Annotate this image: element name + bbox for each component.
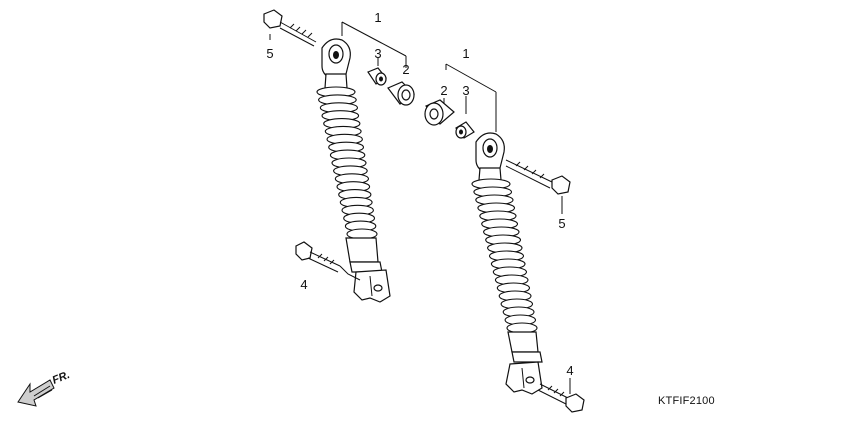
callout-4-right: 4 [566, 363, 573, 378]
right-lower-bolt-part-4[interactable] [537, 383, 585, 413]
left-lower-bolt-part-4[interactable] [295, 241, 341, 273]
front-direction-arrow: FR. [17, 369, 72, 407]
right-leader-lines [443, 63, 571, 394]
right-shock-absorber[interactable] [471, 132, 543, 395]
right-lower-tube [507, 331, 539, 353]
callout-1-right: 1 [462, 46, 469, 61]
left-coil-spring [316, 86, 378, 240]
right-upper-bolt-part-5[interactable] [505, 159, 571, 195]
callout-3-left: 3 [374, 46, 381, 61]
front-label: FR. [51, 369, 72, 387]
callout-4-left: 4 [300, 277, 307, 292]
diagram-code: KTFIF2100 [658, 395, 715, 407]
callout-2-right: 2 [440, 83, 447, 98]
right-coil-spring [471, 178, 538, 334]
right-collar-part-3[interactable] [455, 121, 475, 139]
left-leader-lines [269, 21, 407, 281]
callout-3-right: 3 [462, 83, 469, 98]
callout-5-right: 5 [558, 216, 565, 231]
left-lower-tube [345, 237, 379, 263]
callout-5-left: 5 [266, 46, 273, 61]
callout-2-left: 2 [402, 62, 409, 77]
left-top-cap [324, 73, 348, 89]
left-bush-part-2[interactable] [387, 81, 415, 106]
left-upper-bolt-part-5[interactable] [263, 9, 317, 47]
left-lower-clevis [353, 269, 391, 303]
left-collar-part-3[interactable] [367, 67, 387, 86]
right-upper-eye [475, 132, 505, 174]
right-lower-clevis [505, 361, 543, 395]
left-upper-eye [321, 38, 351, 80]
callout-1-left: 1 [374, 10, 381, 25]
right-bush-part-2[interactable] [424, 99, 455, 126]
left-shock-absorber[interactable] [316, 38, 391, 303]
